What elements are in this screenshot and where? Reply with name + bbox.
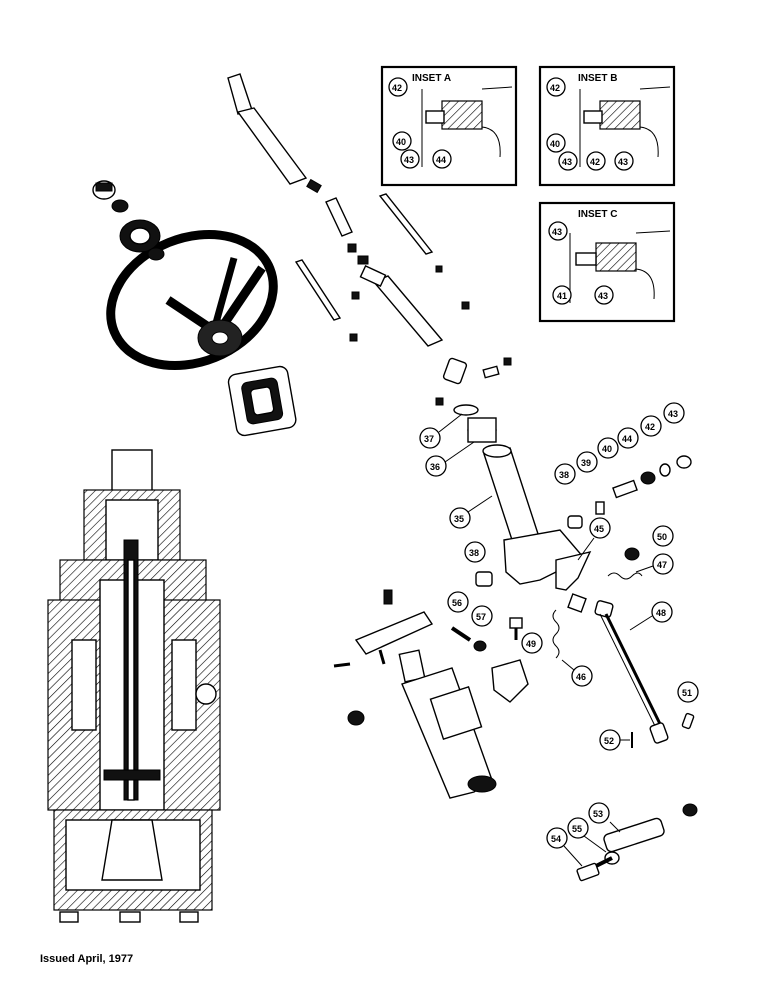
- callout-40: 40: [602, 444, 612, 454]
- u-joint: [435, 357, 512, 416]
- callout-47: 47: [657, 560, 667, 570]
- inset-b-callout-42b: 42: [590, 157, 600, 167]
- inset-a-callout-40: 40: [396, 137, 406, 147]
- callout-39: 39: [581, 458, 591, 468]
- inset-a: INSET A 42 40 43 44: [380, 65, 518, 187]
- callout-46: 46: [576, 672, 586, 682]
- inset-c: INSET C 43 41 43: [538, 201, 676, 323]
- shaft-bellows: [227, 365, 297, 437]
- callout-38a: 38: [559, 470, 569, 480]
- inset-a-callout-43: 43: [404, 155, 414, 165]
- inset-c-callout-43b: 43: [598, 291, 608, 301]
- bracket-hardware: [475, 455, 692, 659]
- inset-b-title: INSET B: [578, 73, 617, 84]
- callouts: 37 36 35 38 39 40 44 42 43 45 50 47 38 5…: [419, 402, 699, 867]
- inset-b-callout-43b: 43: [618, 157, 628, 167]
- hub-nut-assembly: [92, 180, 165, 261]
- steering-wheel: [106, 229, 278, 371]
- callout-45: 45: [594, 524, 604, 534]
- control-valve: [398, 649, 497, 799]
- inset-c-callout-41: 41: [557, 291, 567, 301]
- inset-a-title: INSET A: [412, 73, 451, 84]
- steering-shaft: [227, 73, 470, 347]
- callout-43: 43: [668, 409, 678, 419]
- inset-a-callout-42: 42: [392, 83, 402, 93]
- power-steering-cutaway: [47, 449, 221, 923]
- callout-57: 57: [476, 612, 486, 622]
- inset-c-title: INSET C: [578, 209, 617, 220]
- callout-37: 37: [424, 434, 434, 444]
- inset-c-callout-43a: 43: [552, 227, 562, 237]
- callout-55: 55: [572, 824, 582, 834]
- callout-49: 49: [526, 639, 536, 649]
- callout-54: 54: [551, 834, 561, 844]
- inset-b-callout-40: 40: [550, 139, 560, 149]
- callout-44: 44: [622, 434, 632, 444]
- steering-column-tube: [467, 417, 592, 613]
- callout-42: 42: [645, 422, 655, 432]
- tie-rod: [594, 600, 695, 748]
- callout-53: 53: [593, 809, 603, 819]
- callout-51: 51: [682, 688, 692, 698]
- inset-b-callout-43a: 43: [562, 157, 572, 167]
- inset-a-callout-44: 44: [436, 155, 446, 165]
- inset-b: INSET B 42 40 43 42 43: [538, 65, 676, 187]
- callout-36: 36: [430, 462, 440, 472]
- inset-b-callout-42a: 42: [550, 83, 560, 93]
- adjuster-hardware: [576, 803, 698, 882]
- mounting-bolts: [450, 617, 529, 703]
- callout-50: 50: [657, 532, 667, 542]
- callout-38b: 38: [469, 548, 479, 558]
- callout-35: 35: [454, 514, 464, 524]
- mounting-bracket: [333, 589, 434, 726]
- issued-date: Issued April, 1977: [40, 953, 133, 965]
- callout-52: 52: [604, 736, 614, 746]
- callout-48: 48: [656, 608, 666, 618]
- callout-56: 56: [452, 598, 462, 608]
